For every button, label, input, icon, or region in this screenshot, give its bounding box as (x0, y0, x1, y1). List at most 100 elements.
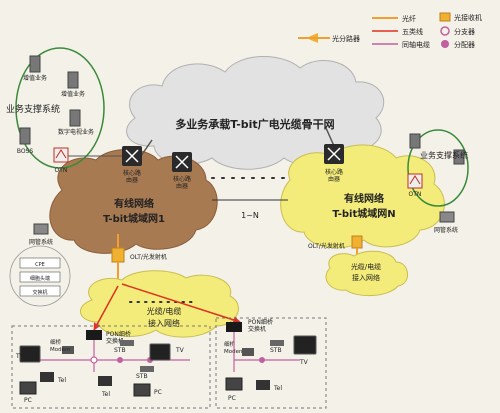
pon-switch-icon (226, 322, 242, 332)
access-line1: 光缆/电缆 (147, 306, 182, 316)
nms-icon (33, 223, 49, 235)
legend-fiber: 光纤 (402, 14, 416, 23)
support-ring (15, 47, 105, 169)
city-link: 1~N (211, 177, 288, 220)
server-icon (69, 109, 81, 127)
cable-modem-icon (242, 348, 254, 356)
core-router-2: 核心路由器 (172, 152, 192, 190)
phone-icon (256, 380, 270, 390)
legend-coax: 同轴电缆 (402, 40, 430, 49)
home-right-stb: STB (270, 347, 282, 354)
link-home-right (121, 283, 241, 324)
routerN-label: 核心路由器 (325, 168, 343, 183)
olt-left: OLT/光发射机 (111, 234, 167, 288)
right-nms: 网管系统 (434, 226, 458, 234)
router2-label: 核心路由器 (173, 175, 191, 190)
tv-icon (293, 335, 317, 355)
home-right-pon-switch: PON细桥交换机 (248, 318, 273, 333)
home-left-pon-switch: PON细桥交换机 (106, 330, 131, 345)
access-right-line1: 光缆/电缆 (351, 262, 381, 271)
home-left-stb2: STB (136, 373, 148, 380)
phone-icon (40, 372, 54, 382)
pc-icon (19, 381, 37, 395)
splitter-icon (90, 356, 98, 364)
home-left-stb1: STB (114, 347, 126, 354)
cityN-line2: T-bit城域网N (332, 207, 395, 220)
home-left-pc2: PC (154, 389, 162, 396)
device-box-row1: CPE (35, 262, 45, 268)
home-right-pc: PC (228, 395, 236, 402)
cityN-line1: 有线网络 (344, 192, 384, 205)
legend-optical-transceiver: 光接收机 (454, 13, 482, 22)
right-olt-label: OLT/光发射机 (308, 242, 345, 250)
right-otn: OTN (409, 191, 422, 198)
legend-splitter: 分支器 (454, 27, 475, 36)
otn-icon (407, 173, 423, 189)
otn-icon (53, 147, 69, 163)
device-box-row3: 交换机 (32, 289, 47, 296)
core-router-n: 核心路由器 (324, 127, 344, 183)
server-icon (67, 71, 79, 89)
stb-icon (140, 366, 154, 372)
core-router-1: 核心路由器 (122, 139, 153, 184)
optical-transceiver-icon (439, 12, 451, 22)
link-home-left (93, 285, 119, 331)
router1-label: 核心路由器 (123, 169, 141, 184)
server-icon (29, 55, 41, 73)
access-right-line2: 接入网络 (352, 273, 380, 282)
server-icon (19, 127, 31, 145)
city1-line2: T-bit城域网1 (103, 212, 165, 225)
server-icon (453, 149, 465, 165)
pc-icon (133, 383, 151, 397)
home-right-tel: Tel (273, 385, 282, 392)
tv-icon (149, 343, 171, 361)
left-otn: OTN (55, 167, 68, 174)
backbone-label: 多业务承载T-bit广电光缆骨干网 (175, 117, 334, 131)
left-digital-tv: 数字电视业务 (58, 128, 94, 136)
nms-icon (439, 211, 455, 223)
access-network-left: 光缆/电缆 接入网络 (80, 270, 239, 338)
device-box: CPE 细胞头端 交换机 (9, 245, 71, 307)
legend: 光分路器 光纤 五类线 同轴电缆 光接收机 分支器 分配器 (298, 12, 482, 49)
phone-icon (98, 376, 112, 386)
pon-switch-icon (86, 330, 102, 340)
cable-modem-icon (62, 346, 74, 354)
support-ring (407, 129, 469, 207)
tap-icon (441, 40, 449, 48)
range-label: 1~N (241, 211, 259, 220)
olt-icon (111, 247, 125, 263)
left-olt-label: OLT/光发射机 (130, 253, 167, 261)
left-value-added-2: 增值业务 (61, 90, 85, 98)
legend-tap: 分配器 (454, 40, 475, 49)
stb-icon (120, 340, 134, 346)
left-boss: BOSS (17, 148, 34, 155)
tv-icon (19, 345, 41, 363)
home-left-tv1: TV (15, 353, 25, 360)
legend-optical-splitter: 光分路器 (332, 34, 360, 43)
pc-icon (225, 377, 243, 391)
tap-icon (259, 357, 265, 363)
city1-line1: 有线网络 (114, 197, 154, 210)
server-icon (409, 133, 421, 149)
home-left-pc1: PC (24, 397, 32, 404)
legend-cat5: 五类线 (402, 27, 423, 36)
home-left-tel1: Tel (57, 377, 66, 384)
right-support-title: 业务支撑系统 (420, 150, 468, 160)
backbone-cloud: 多业务承载T-bit广电光缆骨干网 (126, 56, 385, 170)
left-value-added-1: 增值业务 (23, 74, 47, 82)
device-box-row2: 细胞头端 (30, 275, 50, 282)
home-left-tel2: Tel (101, 391, 110, 398)
home-left-tv2: TV (175, 347, 185, 354)
olt-icon (351, 235, 363, 249)
right-support-system: 业务支撑系统 OTN 网管系统 (407, 129, 469, 234)
city-network-1-cloud: 有线网络 T-bit城域网1 (49, 149, 218, 254)
splitter-icon (440, 26, 450, 36)
left-support-system: 增值业务 增值业务 数字电视业务 业务支撑系统 BOSS OTN 网管系统 (6, 47, 122, 246)
left-support-title: 业务支撑系统 (6, 103, 60, 115)
access-network-right: 光缆/电缆 接入网络 (325, 250, 408, 296)
